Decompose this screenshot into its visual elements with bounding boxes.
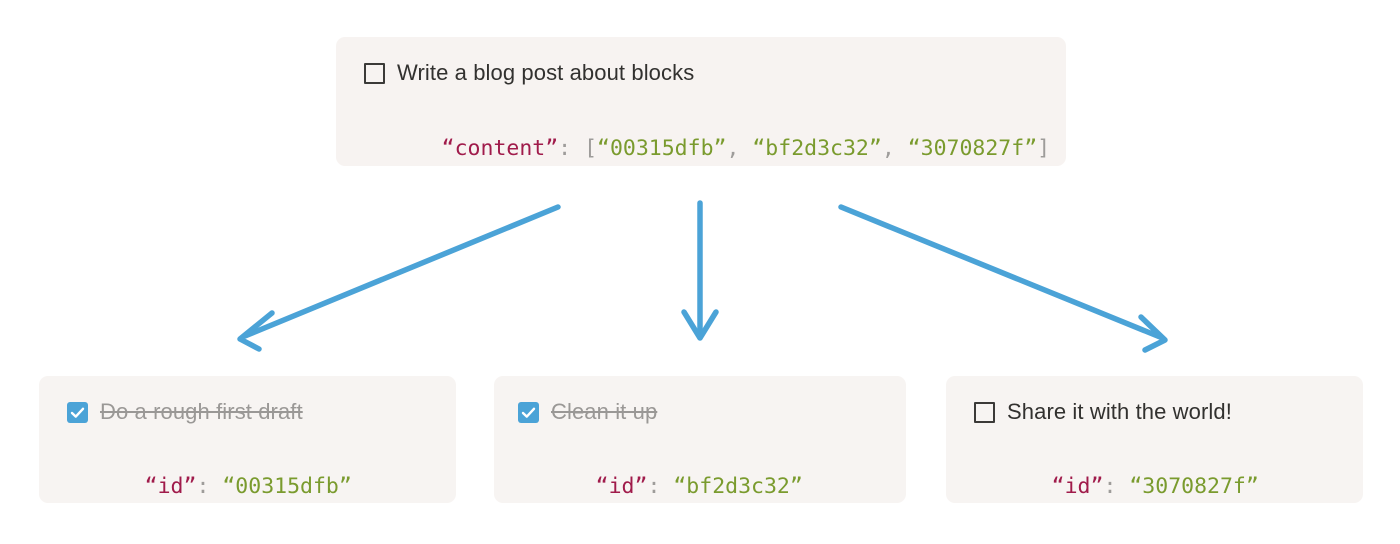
json-id-value: “00315dfb” [222, 474, 352, 499]
json-colon: : [1103, 474, 1117, 499]
json-colon: : [647, 474, 661, 499]
parent-json-line: “content”: [“00315dfb”, “bf2d3c32”, “307… [364, 98, 1050, 200]
child-task-row[interactable]: Clean it up [518, 398, 906, 426]
json-array-value: “00315dfb” [597, 136, 727, 161]
checkbox-empty-icon[interactable] [974, 401, 995, 423]
parent-task-row[interactable]: Write a blog post about blocks [364, 59, 1038, 87]
arrow-to-first-child [237, 204, 561, 352]
child-task-row[interactable]: Share it with the world! [974, 398, 1363, 426]
json-space [209, 474, 222, 499]
json-separator: , [881, 136, 908, 161]
child-json-line: “id”: “bf2d3c32” [518, 436, 906, 538]
child-task-label: Do a rough first draft [100, 399, 303, 424]
json-colon: : [558, 136, 572, 161]
json-key: “id” [144, 474, 197, 499]
parent-task-label: Write a blog post about blocks [397, 60, 695, 85]
json-open-bracket: [ [571, 136, 598, 161]
child-task-row[interactable]: Do a rough first draft [67, 398, 456, 426]
child-task-label: Share it with the world! [1007, 399, 1232, 424]
json-array-value: “3070827f” [907, 136, 1038, 161]
checkbox-empty-icon[interactable] [364, 62, 385, 84]
checkbox-checked-icon[interactable] [67, 401, 88, 423]
json-id-value: “3070827f” [1129, 474, 1259, 499]
json-space [660, 474, 673, 499]
json-separator: , [726, 136, 753, 161]
child-block-card[interactable]: Clean it up “id”: “bf2d3c32” [494, 376, 906, 503]
child-block-card[interactable]: Share it with the world! “id”: “3070827f… [946, 376, 1363, 503]
child-json-line: “id”: “00315dfb” [67, 436, 456, 538]
json-array-value: “bf2d3c32” [752, 136, 882, 161]
parent-block-card[interactable]: Write a blog post about blocks “content”… [336, 37, 1066, 166]
checkbox-checked-icon[interactable] [518, 401, 539, 423]
child-block-card[interactable]: Do a rough first draft “id”: “00315dfb” [39, 376, 456, 503]
json-key: “id” [595, 474, 648, 499]
json-id-value: “bf2d3c32” [673, 474, 803, 499]
json-key: “id” [1051, 474, 1104, 499]
child-json-line: “id”: “3070827f” [974, 436, 1363, 538]
arrow-to-third-child [838, 204, 1168, 353]
json-close-bracket: ] [1037, 136, 1051, 161]
arrow-to-second-child [681, 200, 719, 341]
json-space [1116, 474, 1129, 499]
json-colon: : [196, 474, 210, 499]
child-task-label: Clean it up [551, 399, 658, 424]
json-key: “content” [441, 136, 559, 161]
